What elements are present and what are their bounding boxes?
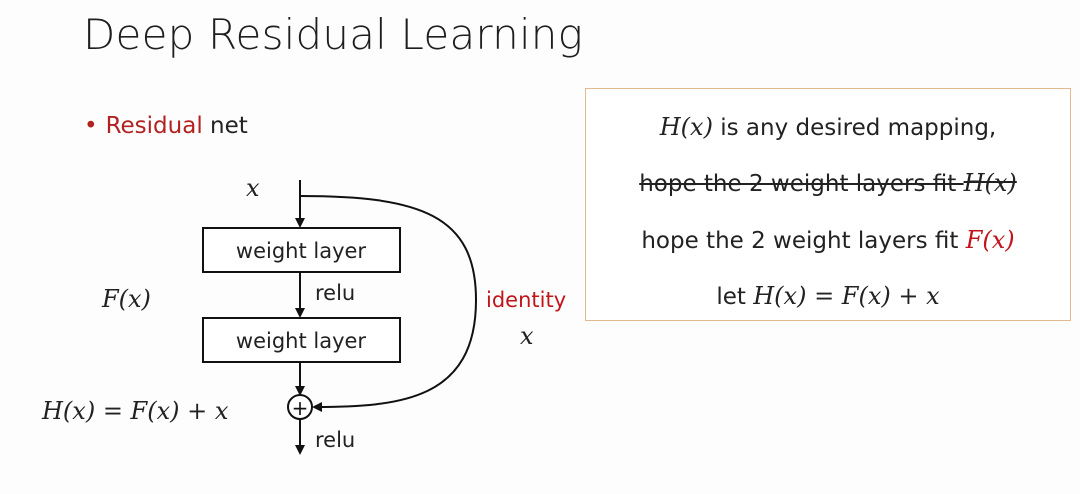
line4-math: H(x) = F(x) + x [753,282,940,310]
slide-title: Deep Residual Learning [83,10,584,59]
weight-layer-1 [202,227,401,273]
explanation-line-4: let H(x) = F(x) + x [586,282,1070,310]
sum-plus-icon: + [292,396,309,420]
explanation-line-3: hope the 2 weight layers fit F(x) [586,226,1070,254]
line3-text: hope the 2 weight layers fit [641,228,966,254]
bullet-keyword: Residual [105,113,203,139]
explanation-line-2-struck: hope the 2 weight layers fit H(x) [586,169,1070,197]
weight-layer-1-label: weight layer [236,239,367,263]
line3-math: F(x) [965,226,1015,254]
weight-layer-2-label: weight layer [236,329,367,353]
line1-math: H(x) [659,113,713,141]
relu-2-label: relu [315,428,355,452]
line1-text: is any desired mapping, [712,115,997,141]
output-equation-label: H(x) = F(x) + x [41,397,229,425]
weight-layer-2 [202,317,401,363]
input-x-label: x [246,174,260,202]
identity-x-label: x [520,322,534,350]
bullet-text: net [202,113,248,139]
fx-label: F(x) [101,285,151,313]
explanation-box: H(x) is any desired mapping, hope the 2 … [585,88,1071,321]
identity-label: identity [486,288,566,312]
relu-1-label: relu [315,281,355,305]
explanation-line-1: H(x) is any desired mapping, [586,113,1070,141]
line2-text: hope the 2 weight layers fit [639,171,964,197]
line4-text: let [716,284,754,310]
bullet-item: • Residual net [84,113,248,139]
identity-skip-arrow [299,195,478,412]
line2-math: H(x) [963,169,1017,197]
bullet-dot-icon: • [84,113,98,139]
